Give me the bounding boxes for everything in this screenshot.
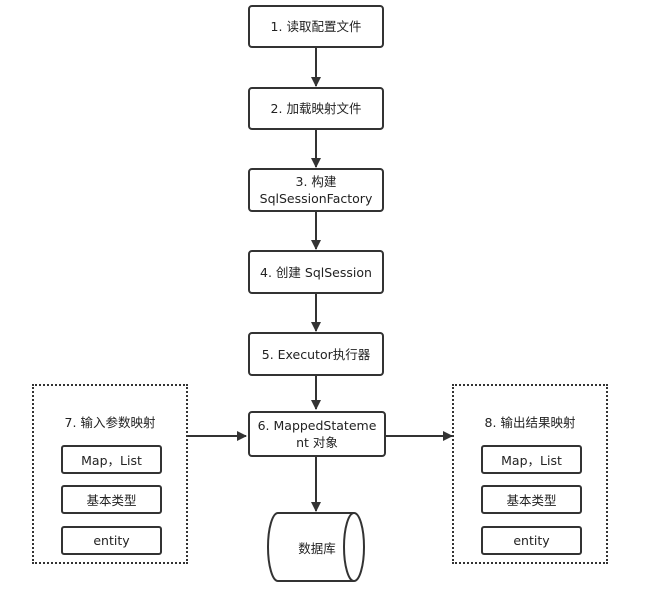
input-item-map-list: Map，List xyxy=(61,445,162,474)
database-label: 数据库 xyxy=(298,540,336,556)
database-cylinder xyxy=(267,512,365,582)
step-mapped-statement-line1: 6. MappedStateme xyxy=(257,418,377,433)
output-item-entity: entity xyxy=(481,526,582,555)
step-load-mappers-label: 2. 加载映射文件 xyxy=(270,101,362,116)
output-item-map-list: Map，List xyxy=(481,445,582,474)
input-item-entity: entity xyxy=(61,526,162,555)
step-create-session-label: 4. 创建 SqlSession xyxy=(260,264,372,280)
step-build-factory-line1: 3. 构建 xyxy=(295,174,337,189)
output-mapping-title: 8. 输出结果映射 xyxy=(484,415,576,430)
step-read-config-label: 1. 读取配置文件 xyxy=(270,19,362,34)
step-load-mappers: 2. 加载映射文件 xyxy=(248,87,384,130)
output-mapping-group: 8. 输出结果映射 Map，List 基本类型 entity xyxy=(452,384,608,564)
input-mapping-group: 7. 输入参数映射 Map，List 基本类型 entity xyxy=(32,384,188,564)
step-read-config: 1. 读取配置文件 xyxy=(248,5,384,48)
step-build-factory: 3. 构建 SqlSessionFactory xyxy=(248,168,384,212)
step-mapped-statement-line2: nt 对象 xyxy=(296,435,338,450)
step-executor-label: 5. Executor执行器 xyxy=(261,346,371,362)
step-executor: 5. Executor执行器 xyxy=(248,332,384,376)
output-item-basic-types: 基本类型 xyxy=(481,485,582,514)
step-mapped-statement: 6. MappedStateme nt 对象 xyxy=(248,411,386,457)
step-build-factory-line2: SqlSessionFactory xyxy=(259,191,373,206)
input-item-basic-types: 基本类型 xyxy=(61,485,162,514)
step-create-session: 4. 创建 SqlSession xyxy=(248,250,384,294)
input-mapping-title: 7. 输入参数映射 xyxy=(64,415,156,430)
